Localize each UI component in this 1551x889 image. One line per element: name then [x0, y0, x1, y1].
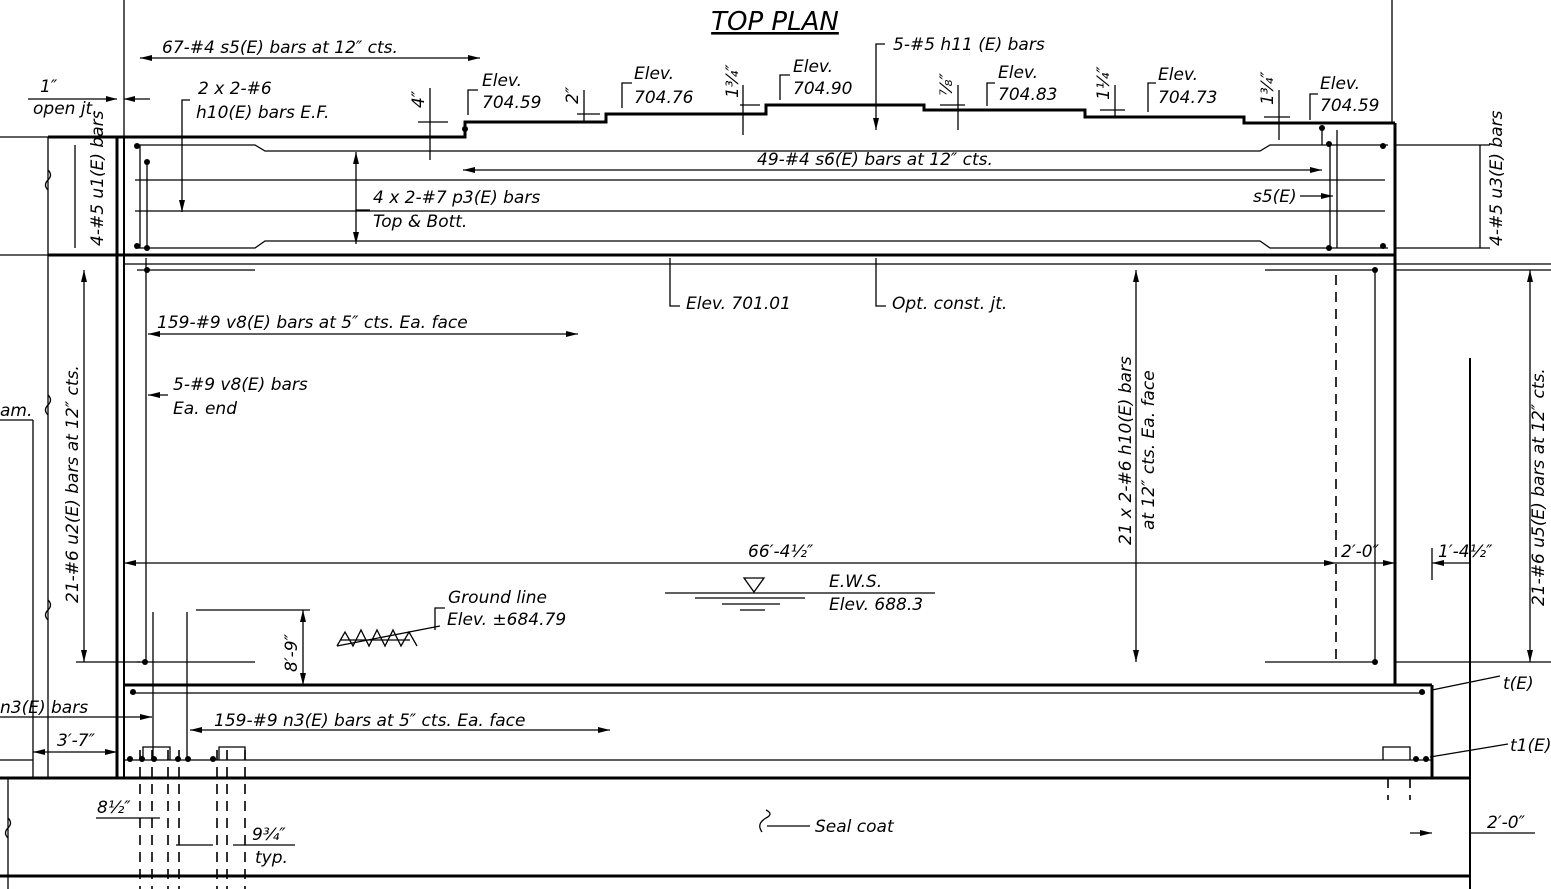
typ-note: typ. [255, 848, 288, 868]
s6-note: 49-#4 s6(E) bars at 12″ cts. [757, 150, 993, 170]
elev-value: 704.90 [793, 79, 852, 99]
ground-note-1: Ground line [448, 588, 547, 608]
h11-note: 5-#5 h11 (E) bars [893, 35, 1045, 55]
ews-note-1: E.W.S. [829, 572, 882, 592]
u3-note: 4-#5 u3(E) bars [1487, 110, 1507, 246]
v8-end-note-1: 5-#9 v8(E) bars [173, 375, 308, 395]
elev-label: Elev. [998, 63, 1038, 83]
elev-value: 704.83 [998, 85, 1057, 105]
step-dim: 1¼″ [1094, 66, 1114, 100]
height-dim: 8′-9″ [282, 633, 302, 672]
dimension-lines [0, 43, 1535, 846]
h10-ef-note-2: h10(E) bars E.F. [196, 103, 329, 123]
s5-right-note: s5(E) [1253, 187, 1297, 207]
labels: TOP PLAN 67-#4 s5(E) bars at 12″ cts. 1″… [0, 7, 1551, 868]
u2-note: 21-#6 u2(E) bars at 12″ cts. [63, 365, 83, 603]
h10-21-note-2: at 12″ cts. Ea. face [1139, 370, 1159, 530]
elev-label: Elev. [1320, 74, 1360, 94]
step-dim: 2″ [563, 86, 583, 104]
n3-face-note: 159-#9 n3(E) bars at 5″ cts. Ea. face [214, 711, 525, 731]
drawing-title: TOP PLAN [711, 7, 839, 37]
ews-note-2: Elev. 688.3 [829, 595, 923, 615]
v8-end-note-2: Ea. end [173, 399, 237, 419]
seal-2ft-dim: 2′-0″ [1487, 813, 1526, 833]
right-1ft-dim: 1′-4½″ [1438, 542, 1493, 562]
elev-bottom-note: Elev. 701.01 [686, 294, 791, 314]
u5-note: 21-#6 u5(E) bars at 12″ cts. [1529, 368, 1549, 606]
p3-note-1: 4 x 2-#7 p3(E) bars [373, 188, 540, 208]
u1-note: 4-#5 u1(E) bars [88, 110, 108, 246]
step-dim: ⅞″ [937, 73, 957, 96]
h10-21-note-1: 21 x 2-#6 h10(E) bars [1116, 356, 1136, 545]
elev-label: Elev. [793, 57, 833, 77]
h10-ef-note-1: 2 x 2-#6 [198, 79, 272, 99]
elev-label: Elev. [634, 64, 674, 84]
elev-value: 704.59 [482, 93, 541, 113]
v8-face-note: 159-#9 v8(E) bars at 5″ cts. Ea. face [157, 313, 468, 333]
ground-note-2: Elev. ±684.79 [447, 610, 566, 630]
rebar-dots [127, 125, 1429, 762]
open-jt-dim: 1″ [40, 77, 58, 97]
seal-coat-note: Seal coat [815, 817, 895, 837]
left-8-dim: 8½″ [97, 798, 131, 818]
elev-label: Elev. [1158, 65, 1198, 85]
right-2ft-dim: 2′-0″ [1341, 542, 1380, 562]
step-dim: 1¾″ [1258, 71, 1278, 105]
elev-value: 704.76 [634, 88, 694, 108]
step-dim: 1¾″ [723, 64, 743, 98]
elev-label: Elev. [482, 71, 522, 91]
length-dim: 66′-4½″ [748, 542, 814, 562]
p3-note-2: Top & Bott. [373, 212, 467, 232]
open-jt-note: open jt. [33, 99, 98, 119]
n3-left-note: n3(E) bars [0, 698, 88, 718]
step-dim: 4″ [409, 90, 429, 108]
elev-value: 704.73 [1158, 88, 1217, 108]
typ-9-dim: 9¾″ [252, 825, 286, 845]
elev-value: 704.59 [1320, 96, 1379, 116]
t-note: t(E) [1503, 674, 1534, 694]
ground-hatch [336, 628, 418, 648]
diam-fragment: am. [0, 401, 32, 421]
left-3ft-dim: 3′-7″ [57, 731, 96, 751]
t1-note: t1(E) [1510, 736, 1551, 756]
opt-jt-note: Opt. const. jt. [892, 294, 1007, 314]
s5-top-note: 67-#4 s5(E) bars at 12″ cts. [162, 38, 398, 58]
